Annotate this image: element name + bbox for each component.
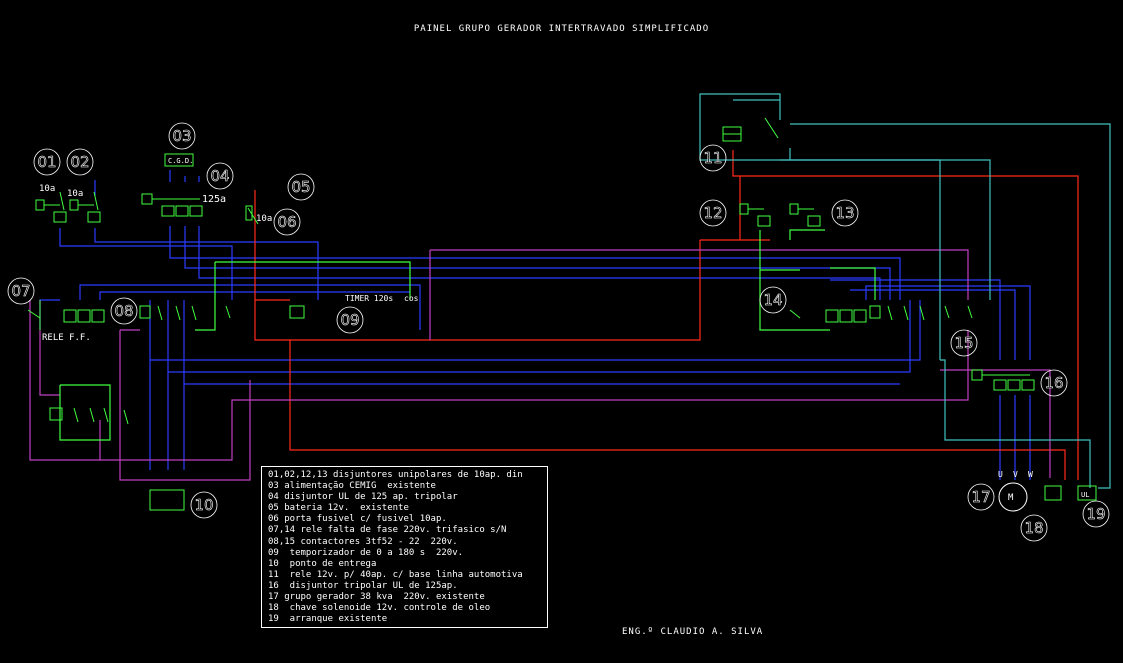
motor-label: M [1008,493,1014,503]
legend-item: 19 arranque existente [268,614,388,625]
callout-number: 04 [210,167,229,185]
phase-v: V [1013,470,1018,479]
callout-number: 08 [114,302,133,320]
callout-circle [699,199,727,227]
timer-label: TIMER 120s [345,294,393,303]
callout-group: 01 02 03 04 05 06 07 08 09 10 11 12 13 14 15 16 17 18 19 [7,122,1110,542]
callout-circle [110,297,138,325]
callout-circle [950,329,978,357]
contactor-08 [139,305,231,321]
legend-item: 17 grupo gerador 38 kva 220v. existente [268,592,485,603]
callout-number: 05 [291,178,310,196]
callout-circle [287,173,315,201]
legend-item: 09 temporizador de 0 a 180 s 220v. [268,547,464,558]
cgd-box [164,153,194,167]
callout-circle [190,491,218,519]
legend-item: 03 alimentação CEMIG existente [268,481,436,492]
callout-number: 06 [277,213,296,231]
cyan-wires [699,93,1111,489]
legend-item: 01,02,12,13 disjuntores unipolares de 10… [268,470,523,480]
callout-number: 16 [1044,374,1063,392]
callout-circle [1020,514,1048,542]
legend-item: 05 bateria 12v. existente [268,503,409,514]
callout-circle [1082,500,1110,528]
callout-circle [66,148,94,176]
breaker-16 [971,369,1035,391]
callout-number: 11 [703,149,722,167]
breaker-13 [789,203,821,227]
callout-circle [967,483,995,511]
callout-circle [273,208,301,236]
contactor-lower [49,407,129,425]
legend-item: 16 disjuntor tripolar UL de 125ap. [268,580,458,591]
ul-label: UL [1081,491,1089,499]
callout-number: 01 [37,153,56,171]
callout-number: 07 [11,282,30,300]
cgd-label: C.G.D. [168,157,193,165]
breaker-12 [739,203,771,227]
legend-item: 11 rele 12v. p/ 40ap. c/ base linha auto… [268,569,523,580]
breaker-02: 10a [67,189,101,223]
callout-number: 03 [172,127,191,145]
callout-number: 17 [971,488,990,506]
callout-number: 15 [954,334,973,352]
callout-circle [759,286,787,314]
delivery-point [149,489,185,511]
callout-circle [206,162,234,190]
callout-circle [336,306,364,334]
legend-item: 06 porta fusivel c/ fusivel 10ap. [268,514,447,525]
red-wires [254,150,1079,480]
author-credit: ENG.º CLAUDIO A. SILVA [622,627,764,637]
callout-number: 09 [340,311,359,329]
legend-item: 10 ponto de entrega [268,558,377,569]
starter-19 [1077,485,1097,501]
magenta-wires [29,249,1051,481]
legend-item: 08,15 contactores 3tf52 - 22 220v. [268,536,458,547]
callout-number: 02 [70,153,89,171]
generator-17: M U V W [998,470,1033,512]
diagram-title: PAINEL GRUPO GERADOR INTERTRAVADO SIMPLI… [413,24,710,34]
blue-wires [39,170,1031,480]
legend-box: 01,02,12,13 disjuntores unipolares de 10… [261,466,548,628]
breaker-01: 10a [35,184,67,223]
phase-relay-07 [27,300,105,330]
relay-11 [722,117,779,142]
contactor-15 [869,305,973,321]
legend-item: 04 disjuntor UL de 125 ap. tripolar [268,492,458,503]
callout-circle [7,277,35,305]
phase-w: W [1028,470,1033,479]
solenoid-18 [1044,485,1062,501]
phase-u: U [998,470,1003,479]
label-10a-02: 10a [67,189,83,199]
legend-item: 18 chave solenoide 12v. controle de oleo [268,603,491,614]
callout-circle [831,199,859,227]
callout-circle [168,122,196,150]
callout-circle [699,144,727,172]
callout-number: 19 [1086,505,1105,523]
callout-circle [1040,369,1068,397]
label-125a: 125a [202,194,226,205]
rele-ff-label: RELE F.F. [42,333,91,343]
cos-label: cos [404,294,419,303]
label-10a-06: 10a [256,214,272,224]
fuse-06: 10a [245,205,272,225]
label-10a-01: 10a [39,184,55,194]
phase-relay-14 [789,309,867,323]
callout-number: 13 [835,204,854,222]
callout-number: 18 [1024,519,1043,537]
callout-circle [33,148,61,176]
timer-09: TIMER 120s cos [289,294,419,319]
green-wires [59,229,876,441]
callout-number: 14 [763,291,782,309]
breaker-04: 125a [141,193,226,217]
legend-item: 07,14 rele falta de fase 220v. trifasico… [268,525,507,536]
callout-number: 12 [703,204,722,222]
callout-number: 10 [194,496,213,514]
